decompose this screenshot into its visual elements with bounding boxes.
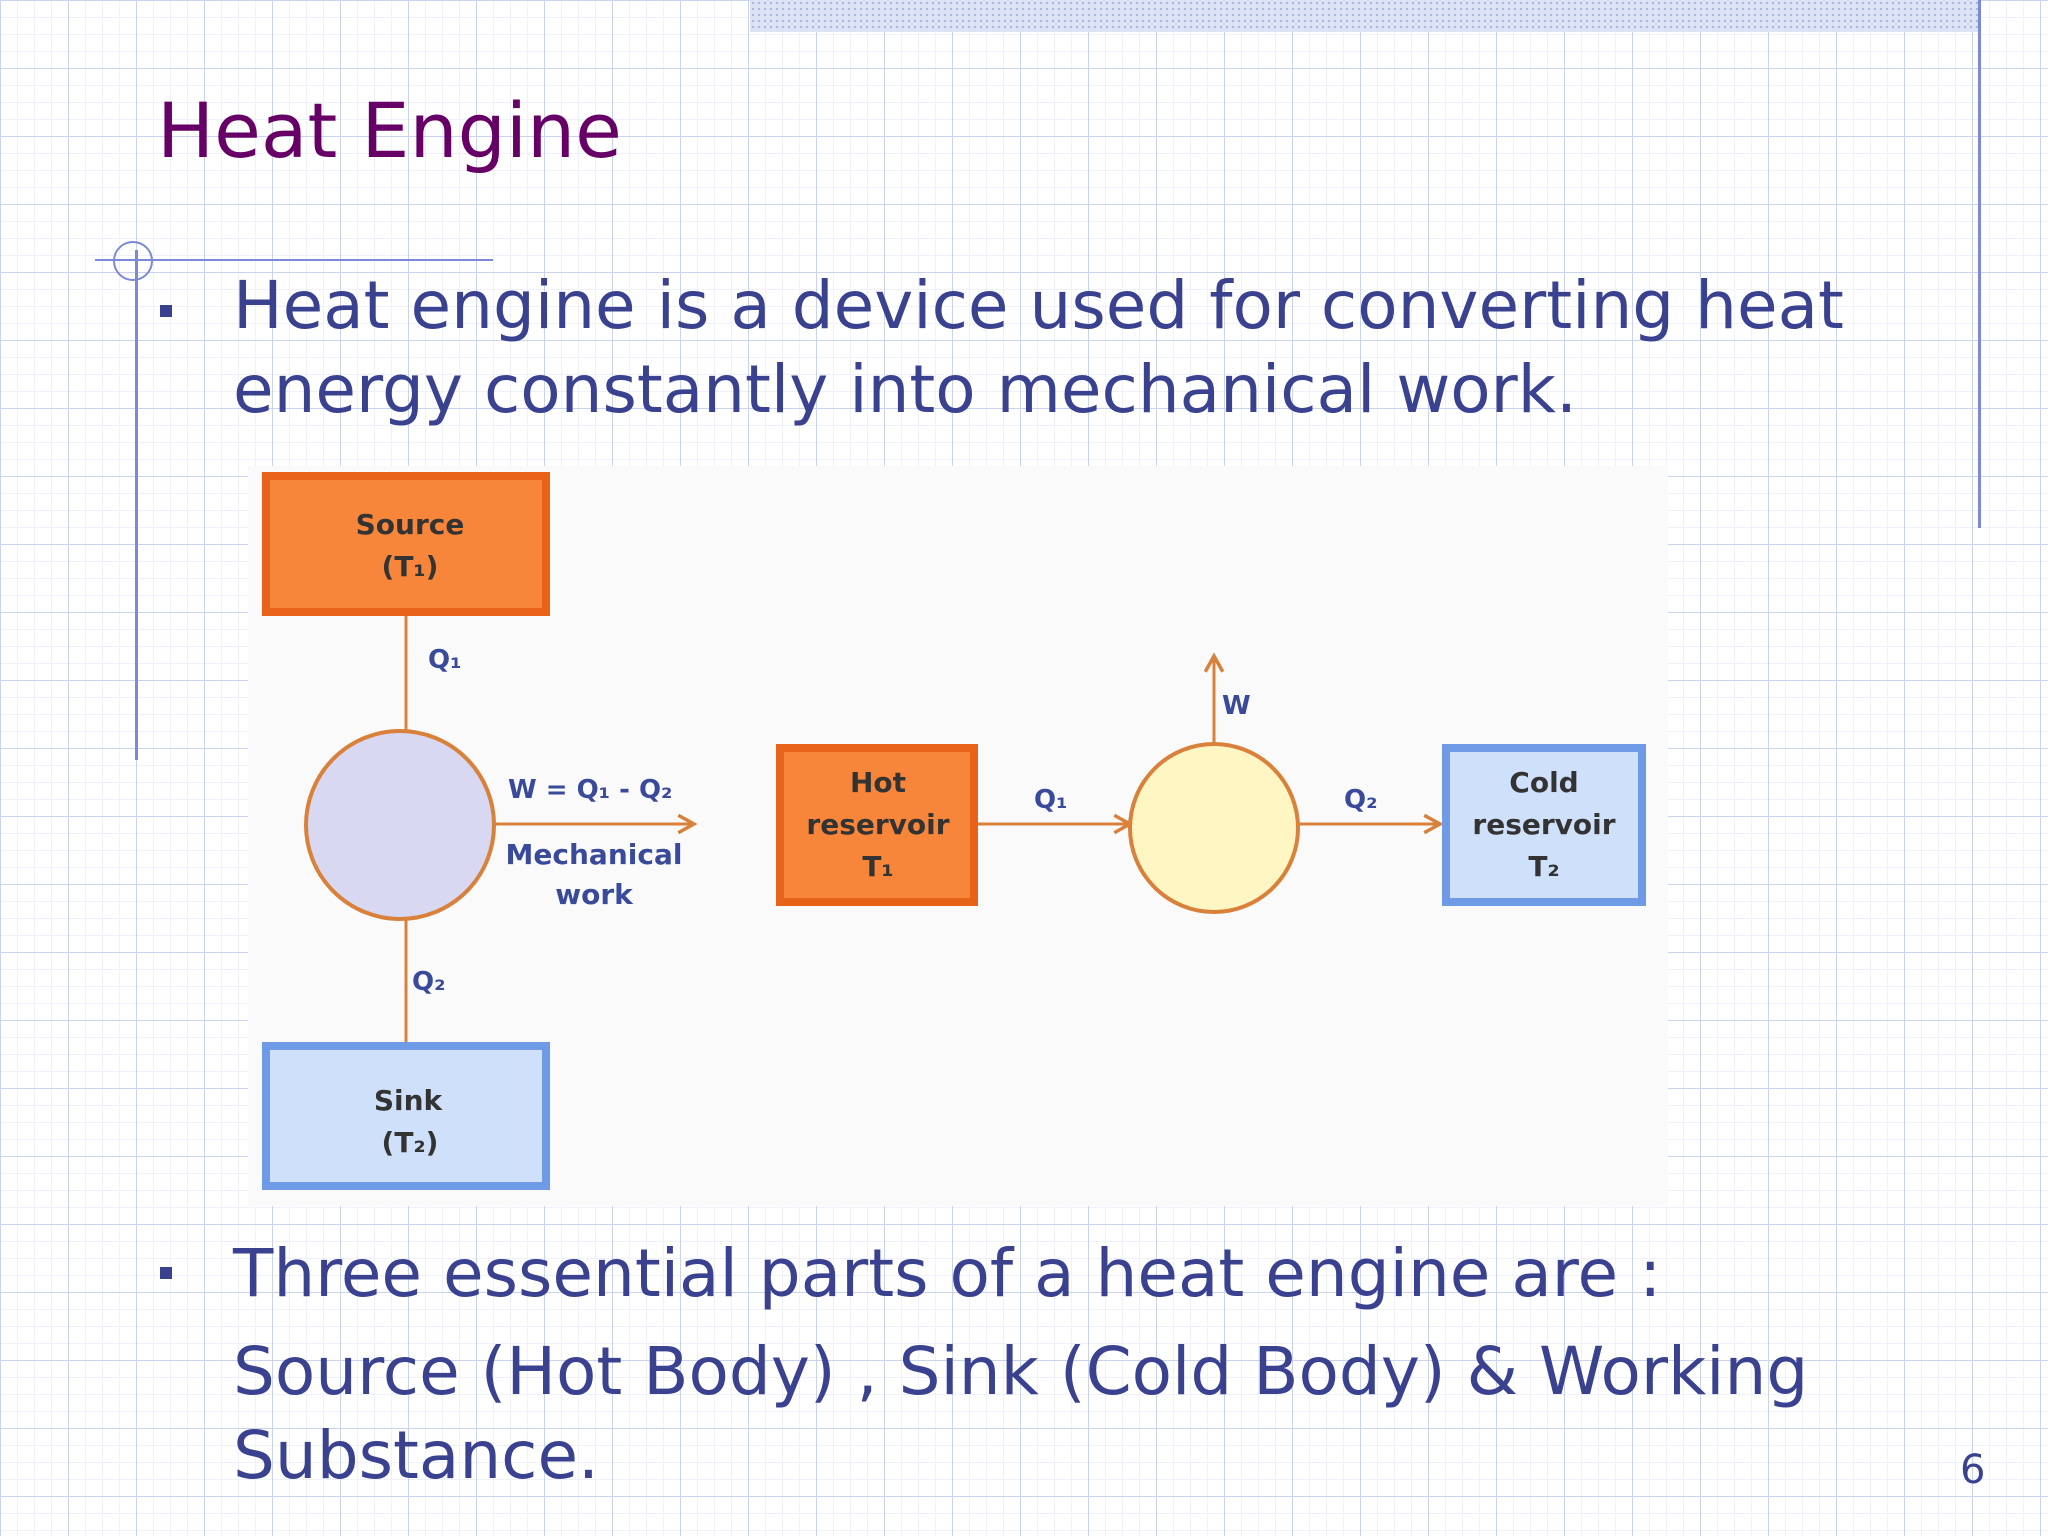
work-equation: W = Q₁ - Q₂: [508, 775, 672, 805]
w-label: W: [1222, 691, 1251, 721]
bullet-marker-1: [160, 305, 172, 317]
cold-reservoir-box: [1442, 744, 1646, 906]
work-label-2: work: [555, 878, 634, 911]
top-decorative-band: [750, 0, 1980, 32]
sink-box: [262, 1042, 550, 1190]
cold-reservoir-line-2: reservoir: [1472, 808, 1615, 841]
sink-label: Sink: [374, 1084, 444, 1117]
hot-reservoir-line-1: Hot: [850, 766, 906, 799]
source-label: Source: [356, 508, 465, 541]
q2-right-label: Q₂: [1344, 785, 1378, 815]
q2-left-label: Q₂: [412, 967, 446, 997]
heat-engine-diagram: Source (T₁) Q₁ W = Q₁ - Q₂ Mechanical wo…: [262, 472, 1646, 1190]
bullet-1-line-1: Heat engine is a device used for convert…: [233, 267, 1844, 344]
bullet-2-line-3: Substance.: [233, 1417, 600, 1494]
right-engine-circle: [1128, 742, 1300, 914]
left-decorative-rule: [135, 250, 138, 760]
right-decorative-rule: [1978, 0, 1981, 528]
q1-right-label: Q₁: [1034, 785, 1068, 815]
cold-reservoir-line-1: Cold: [1509, 766, 1578, 799]
bullet-marker-2: [160, 1267, 172, 1279]
hot-reservoir-temp: T₁: [862, 850, 893, 883]
sink-temp: (T₂): [382, 1126, 439, 1159]
bullet-text-2: Three essential parts of a heat engine a…: [233, 1232, 1808, 1498]
cold-reservoir-temp: T₂: [1528, 850, 1559, 883]
crosshair-circle: [113, 241, 153, 281]
q1-left-label: Q₁: [428, 645, 462, 675]
slide-title: Heat Engine: [157, 86, 622, 175]
bullet-1-line-2: energy constantly into mechanical work.: [233, 351, 1578, 428]
left-engine-circle: [304, 729, 496, 921]
bullet-2-line-2: Source (Hot Body) , Sink (Cold Body) & W…: [233, 1333, 1809, 1410]
bullet-text-1: Heat engine is a device used for convert…: [233, 264, 1844, 432]
hot-reservoir-box: [776, 744, 978, 906]
work-label-1: Mechanical: [506, 838, 683, 871]
page-number: 6: [1960, 1447, 1986, 1493]
source-box: [262, 472, 550, 616]
crosshair-line: [95, 259, 493, 261]
source-temp: (T₁): [382, 550, 439, 583]
hot-reservoir-line-2: reservoir: [806, 808, 949, 841]
bullet-2-line-1: Three essential parts of a heat engine a…: [233, 1235, 1662, 1312]
